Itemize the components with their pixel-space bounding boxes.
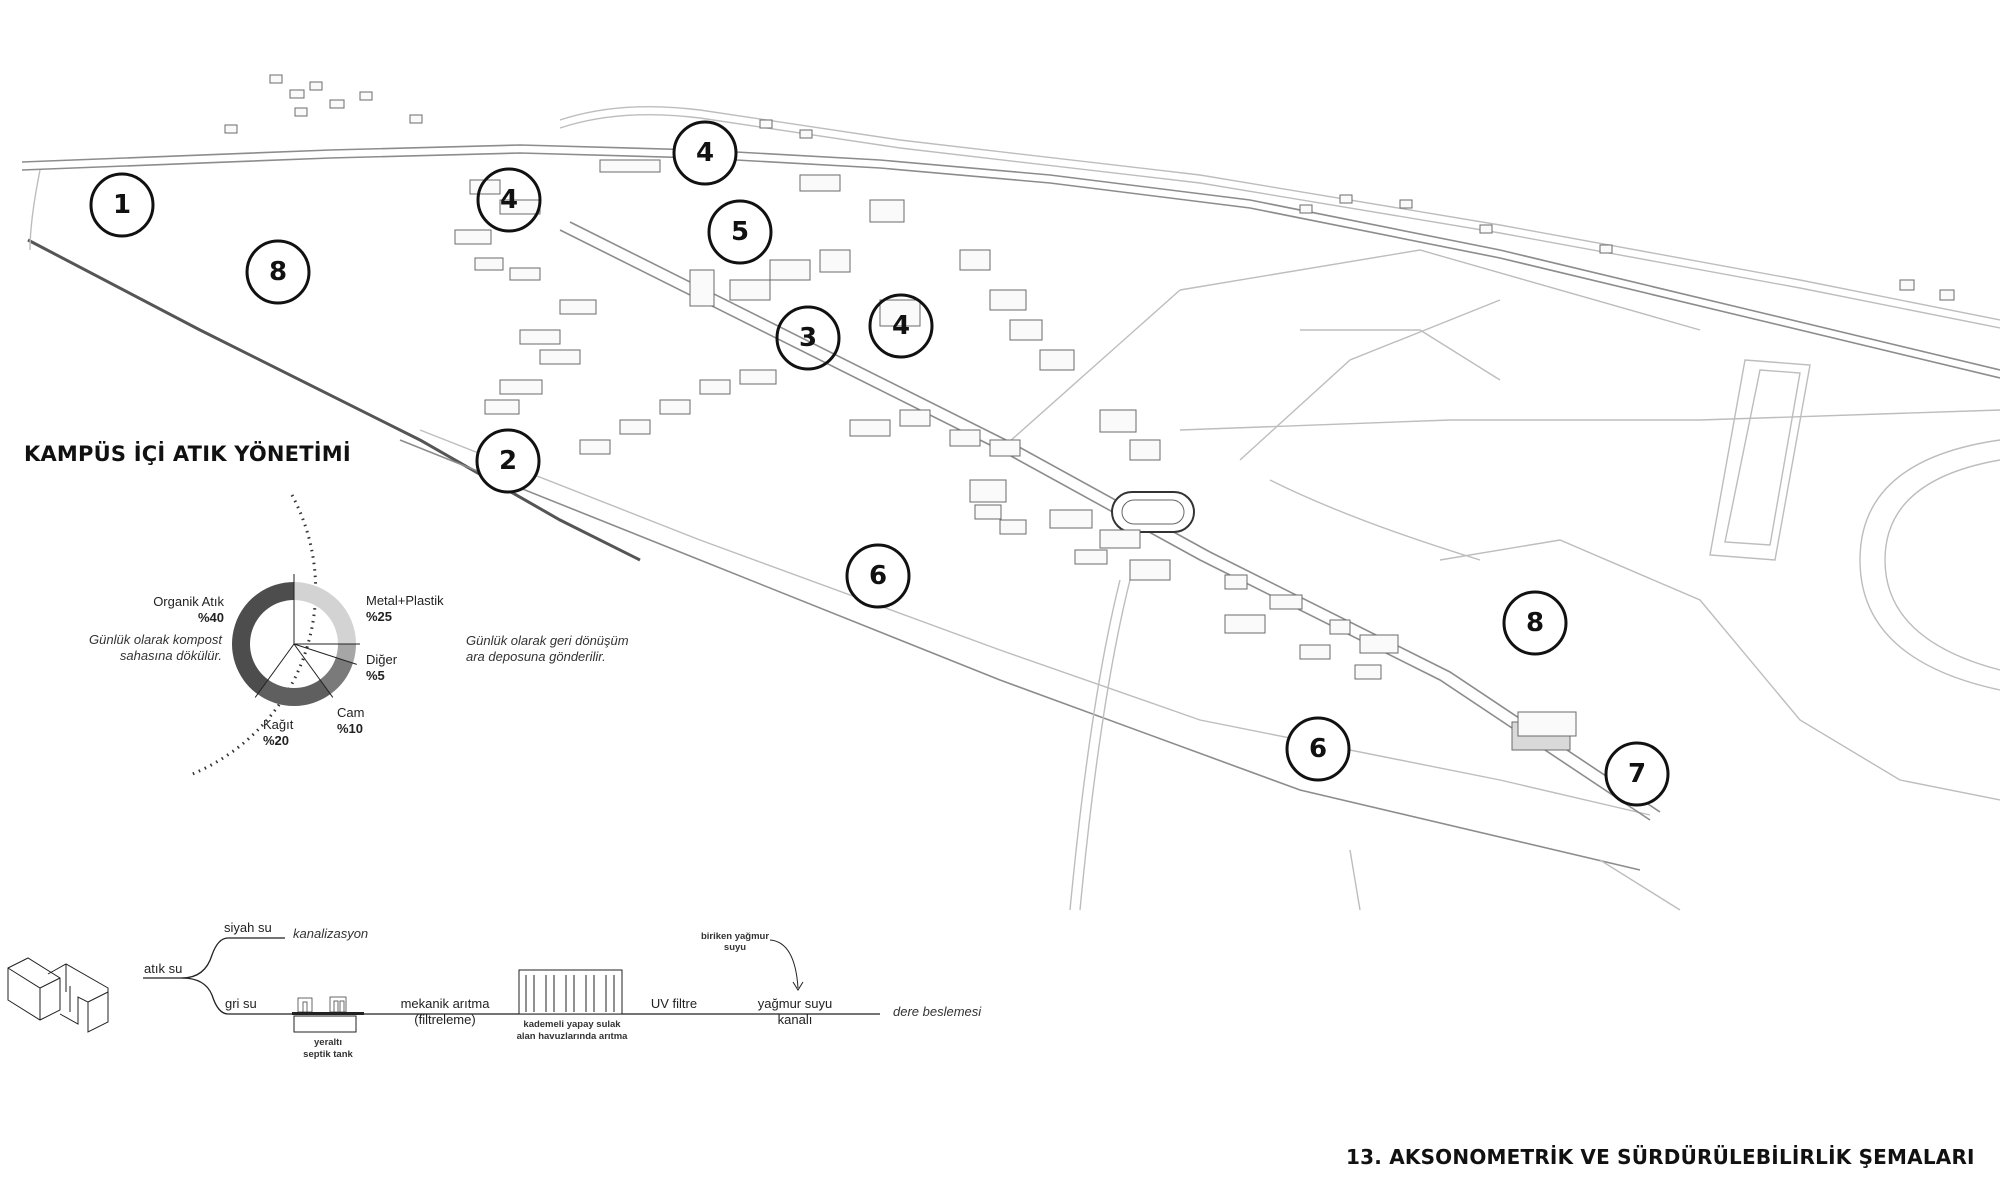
map-marker-5-label: 5 [731, 217, 749, 247]
map-marker-4-northwest-label: 4 [500, 185, 518, 215]
waste-spokes [254, 574, 360, 698]
label-wetland-line1: kademeli yapay sulak [523, 1019, 621, 1030]
value-metal-plastic: %25 [366, 609, 392, 624]
footer-title: 13. AKSONOMETRİK VE SÜRDÜRÜLEBİLİRLİK ŞE… [1346, 1145, 1975, 1169]
label-rain-collected-line2: suyu [724, 942, 746, 953]
label-septic-line1: yeraltı [314, 1037, 342, 1048]
label-organic: Organik Atık [153, 594, 224, 609]
map-marker-8-west: 8 [245, 239, 311, 305]
building-axonometric-icon [7, 957, 109, 1033]
label-uv-filter: UV filtre [651, 996, 697, 1011]
note-left-line2: sahasına dökülür. [120, 648, 222, 663]
label-rain-collected-line1: biriken yağmur [701, 931, 769, 942]
waste-donut [231, 582, 356, 706]
map-marker-4-central-label: 4 [892, 311, 910, 341]
donut-slice-5 [257, 679, 331, 706]
value-organic: %40 [198, 610, 224, 625]
label-stream: dere beslemesi [893, 1004, 982, 1019]
map-marker-6-south-label: 6 [1309, 734, 1327, 764]
map-marker-5: 5 [707, 199, 773, 265]
map-marker-4-central: 4 [868, 293, 934, 359]
map-marker-4-north-label: 4 [696, 138, 714, 168]
donut-slice-2 [294, 582, 356, 644]
map-marker-4-north: 4 [672, 120, 738, 186]
map-marker-1-label: 1 [113, 190, 131, 220]
value-glass: %10 [337, 721, 363, 736]
donut-spoke-5 [254, 643, 295, 698]
rain-arrow [769, 939, 799, 989]
map-marker-2-label: 2 [499, 446, 517, 476]
label-grey-water: gri su [225, 996, 257, 1011]
donut-spoke-4 [293, 643, 334, 698]
waste-chart: Organik Atık %40 Günlük olarak kompost s… [89, 494, 629, 777]
map-marker-7-label: 7 [1628, 759, 1646, 789]
map-marker-4-northwest: 4 [476, 167, 542, 233]
label-paper: Kağıt [263, 717, 294, 732]
label-black-water: siyah su [224, 920, 272, 935]
label-rain-channel-line2: kanalı [778, 1012, 813, 1027]
note-right-line1: Günlük olarak geri dönüşüm [466, 633, 629, 648]
waste-management-title: KAMPÜS İÇİ ATIK YÖNETİMİ [24, 442, 351, 466]
label-mechanical-line2: (filtreleme) [414, 1012, 475, 1027]
donut-slice-4 [319, 657, 353, 695]
donut-spoke-3 [293, 643, 357, 665]
map-markers: 1 8 4 4 5 3 4 2 [89, 120, 1670, 807]
label-wetland-line2: alan havuzlarında arıtma [517, 1031, 629, 1042]
label-glass: Cam [337, 705, 364, 720]
label-metal-plastic: Metal+Plastik [366, 593, 444, 608]
map-marker-6-central-label: 6 [869, 561, 887, 591]
map-marker-3: 3 [775, 305, 841, 371]
map-marker-2: 2 [475, 428, 541, 494]
value-paper: %20 [263, 733, 289, 748]
label-other: Diğer [366, 652, 398, 667]
map-marker-8-east: 8 [1502, 590, 1568, 656]
donut-slice-3 [335, 644, 356, 664]
map-marker-8-west-label: 8 [269, 257, 287, 287]
value-other: %5 [366, 668, 385, 683]
label-rain-channel-line1: yağmur suyu [758, 996, 832, 1011]
septic-tank-icon [292, 996, 364, 1033]
map-marker-7: 7 [1604, 741, 1670, 807]
map-marker-8-east-label: 8 [1526, 608, 1544, 638]
label-waste-water: atık su [144, 961, 182, 976]
label-sewer: kanalizasyon [293, 926, 368, 941]
label-septic-line2: septik tank [303, 1049, 353, 1060]
note-left-line1: Günlük olarak kompost [89, 632, 223, 647]
map-marker-6-central: 6 [845, 543, 911, 609]
map-marker-1: 1 [89, 172, 155, 238]
note-right-line2: ara deposuna gönderilir. [466, 649, 606, 664]
map-marker-3-label: 3 [799, 323, 817, 353]
map-marker-6-south: 6 [1285, 716, 1351, 782]
campus-map [21, 74, 2000, 911]
label-mechanical-line1: mekanik arıtma [401, 996, 491, 1011]
donut-slice-1 [231, 582, 294, 695]
wetland-pools-icon [518, 969, 623, 1015]
rain-arrow-head [792, 981, 804, 991]
water-flow-diagram: atık su siyah su kanalizasyon gri su yer… [7, 920, 982, 1060]
